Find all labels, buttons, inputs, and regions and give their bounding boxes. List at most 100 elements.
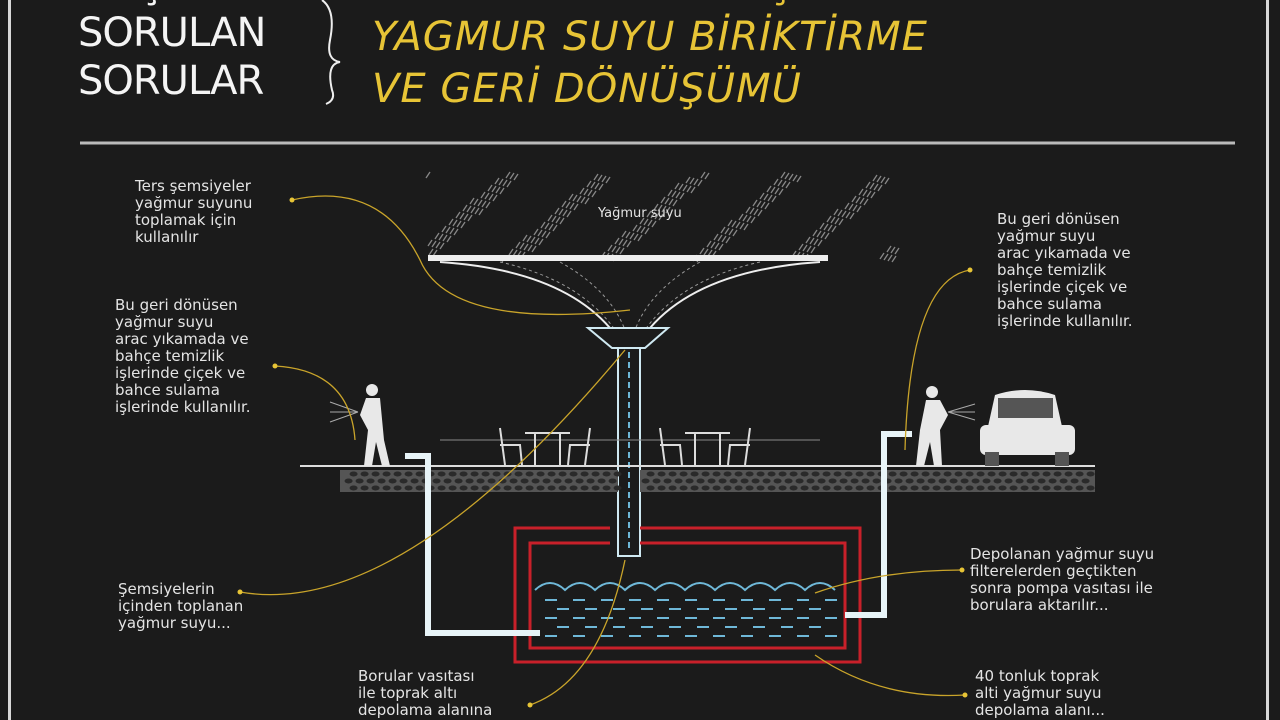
gravel-stone: [888, 471, 897, 477]
gravel-stone: [822, 485, 831, 491]
rain-drop: [562, 209, 568, 217]
pipe-left: [405, 453, 540, 636]
rain-drop: [508, 248, 514, 256]
gravel-stone: [965, 471, 974, 477]
gravel-stone: [734, 485, 743, 491]
gravel-pattern: [344, 471, 1095, 491]
callout-dots: [237, 197, 973, 708]
gravel-stone: [1086, 471, 1095, 477]
rain-drop: [855, 196, 861, 204]
gravel-stone: [756, 485, 765, 491]
rain-drop: [883, 253, 889, 261]
rain-drop: [699, 247, 705, 255]
rain-drop: [894, 247, 900, 255]
note-filter: Depolanan yağmur suyu filterelerden geçt…: [970, 545, 1155, 614]
rain-drop: [502, 179, 508, 187]
rain-drop: [816, 230, 822, 238]
gravel-stone: [432, 478, 441, 484]
gravel-stone: [850, 478, 859, 484]
gravel-stone: [641, 478, 650, 484]
rain-drop: [428, 248, 434, 256]
rain-drop: [717, 234, 723, 242]
gravel-stone: [382, 485, 391, 491]
gravel-stone: [982, 478, 991, 484]
rain-drop: [834, 217, 840, 225]
rain-drop: [580, 196, 586, 204]
rain-drop: [435, 241, 441, 249]
gravel-stone: [1020, 471, 1029, 477]
note-right-use: Bu geri dönüsen yağmur suyu arac yıkamad…: [997, 210, 1133, 330]
gravel-stone: [1009, 485, 1018, 491]
title-brace: [321, 0, 341, 105]
rain-drop: [812, 229, 818, 237]
gravel-stone: [723, 485, 732, 491]
rain-drop: [837, 209, 843, 217]
rain-drop: [653, 203, 659, 211]
rain-drop: [506, 180, 512, 188]
gravel-stone: [1075, 485, 1084, 491]
rain-drop: [745, 206, 751, 214]
rain-drop: [686, 185, 692, 193]
gravel-stone: [503, 485, 512, 491]
gravel-stone: [597, 478, 606, 484]
rain-drop: [647, 219, 653, 227]
rain-drop: [594, 182, 600, 190]
gravel-stone: [872, 478, 881, 484]
rain-drop: [515, 241, 521, 249]
rain-drop: [806, 245, 812, 253]
gravel-stone: [514, 485, 523, 491]
gravel-stone: [921, 471, 930, 477]
rain-drop: [767, 194, 773, 202]
umbrella-canopy: [439, 261, 821, 329]
gravel-stone: [547, 471, 556, 477]
gravel-stone: [393, 471, 402, 477]
gravel-stone: [734, 471, 743, 477]
gravel-stone: [613, 471, 622, 477]
gravel-stone: [690, 471, 699, 477]
gravel-stone: [613, 485, 622, 491]
rain-drop: [427, 239, 433, 247]
frame-right: [1266, 0, 1269, 720]
gravel-stone: [388, 478, 397, 484]
rain-drop: [869, 182, 875, 190]
gravel-stone: [778, 485, 787, 491]
rain-drop: [664, 197, 670, 205]
rain-drop: [876, 175, 882, 183]
rain-drop: [851, 195, 857, 203]
gravel-stone: [789, 485, 798, 491]
gravel-stone: [586, 478, 595, 484]
gravel-stone: [602, 471, 611, 477]
rain-drop: [703, 248, 709, 256]
gravel-stone: [789, 471, 798, 477]
gravel-stone: [954, 485, 963, 491]
rain-drop: [531, 245, 537, 253]
rain-drop: [633, 233, 639, 241]
gravel-stone: [943, 485, 952, 491]
rain-drop: [886, 245, 892, 253]
faq-title: SIKÇASORULANSORULAR: [78, 0, 266, 105]
umbrella-ribs: [499, 261, 761, 331]
umbrella-top: [428, 255, 828, 261]
rain-drop: [460, 221, 466, 229]
rain-drop: [739, 222, 745, 230]
gravel-stone: [855, 471, 864, 477]
gravel-stone: [668, 471, 677, 477]
rain-drop: [569, 202, 575, 210]
rain-drop: [598, 183, 604, 191]
gravel-stone: [943, 471, 952, 477]
rain-drop: [773, 178, 779, 186]
gravel-stone: [366, 478, 375, 484]
rain-drop: [667, 189, 673, 197]
rain-drop: [459, 212, 465, 220]
rain-drop: [753, 208, 759, 216]
gravel-stone: [696, 478, 705, 484]
rain-drop: [466, 205, 472, 213]
gravel-stone: [371, 471, 380, 477]
rain-drop: [685, 176, 691, 184]
gravel-stone: [806, 478, 815, 484]
worker-right: [916, 386, 948, 466]
gravel-stone: [1009, 471, 1018, 477]
gravel-stone: [646, 485, 655, 491]
gravel-stone: [932, 485, 941, 491]
rain-drop: [802, 244, 808, 252]
